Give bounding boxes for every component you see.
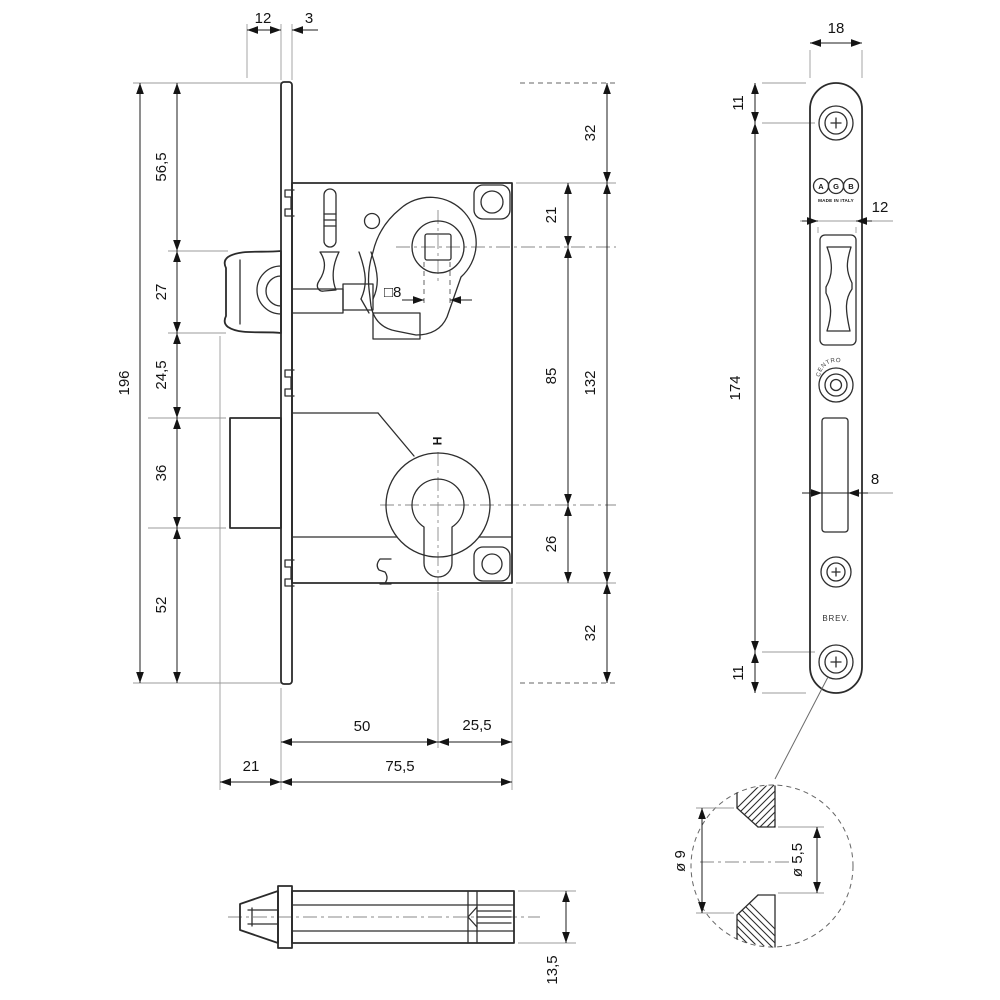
side-view-dimension-labels: 12 3 56,5 27 24,5 36 52 196 21 85 26 32 … [116,10,599,775]
latch-lever [358,251,366,300]
latch-guide [316,251,340,292]
case-clip-middle [284,369,295,397]
dim-left-deadbolt: 36 [153,465,170,482]
dim-hole-diameter: ø 5,5 [789,843,806,877]
dim-bolt-opening-width: 8 [871,471,879,488]
dim-screw-top-offset: 11 [730,95,747,111]
agb-logo: A G B MADE IN ITALY [812,177,860,203]
dim-right-case-top: 21 [543,207,560,224]
dim-latch-opening-width: 12 [872,199,889,216]
side-view: 12 3 56,5 27 24,5 36 52 196 21 85 26 32 … [116,10,616,790]
dim-right-case-height: 132 [582,370,599,395]
logo-letter-a: A [818,182,824,191]
dim-screw-bottom-offset: 11 [730,665,747,681]
pin-shaft [291,890,515,944]
dim-countersink-diameter: ø 9 [672,850,689,872]
latch-tail [291,288,344,314]
detail-leader-line [774,676,829,780]
lock-internals [284,188,513,587]
faceplate-extension-lines [762,50,893,694]
faceplate-screw-hole-bottom [818,644,854,680]
lock-case [291,182,513,584]
hatching-bottom [737,895,775,948]
dim-left-bottom: 52 [153,597,170,614]
latch-bolt [223,250,282,334]
dim-screw-spacing: 174 [727,375,744,400]
dim-plate-width: 18 [828,20,845,37]
case-clip-bottom [284,559,295,587]
faceplate-dimension-lines [751,39,872,693]
detail-view: ø 9 ø 5,5 [672,784,854,948]
dim-top-projection: 12 [255,10,272,27]
dim-backset: 50 [354,718,371,735]
spring-clip [376,558,392,585]
case-clip-top [284,189,295,217]
dim-left-latch: 27 [153,284,170,301]
dim-case-depth: 75,5 [385,758,414,775]
dim-follower-square: □8 [384,284,401,301]
latch-opening [819,234,857,346]
detail-dimension-lines [698,808,821,913]
centro-mark: CENTRO [816,358,854,403]
euro-cylinder-hole [411,478,465,578]
case-screw-bosses [473,184,511,582]
dim-plate-thickness: 3 [305,10,313,27]
pin-body [239,885,515,949]
pin-extension-lines [518,890,576,944]
pin-view: 13,5 [228,885,576,985]
detail-circle [690,784,854,948]
handing-mark: H [430,437,444,446]
logo-letter-b: B [848,182,854,191]
dim-right-plate-bottom: 32 [582,625,599,642]
dim-latch-projection: 21 [243,758,260,775]
dim-right-case-bottom: 26 [543,536,560,553]
square-spindle-hole [424,233,452,261]
cylinder-boss [385,452,491,558]
dim-left-total: 196 [116,370,133,395]
faceplate-dimension-labels: 18 11 12 174 8 11 [727,20,888,681]
pivot-hole [363,212,381,230]
logo-letter-g: G [833,182,839,191]
spindle-follower [367,196,477,336]
faceplate-front [809,82,863,694]
made-in-italy-text: MADE IN ITALY [818,198,854,203]
side-view-extension-lines [133,24,616,790]
faceplate-screw-hole-middle [820,556,852,588]
latch-spring [323,188,337,248]
dim-pin-diameter: 13,5 [544,955,561,984]
faceplate-view: A G B MADE IN ITALY CENTRO BREV. [727,20,893,780]
brev-text: BREV. [822,614,849,623]
dim-left-gap: 24,5 [153,360,170,389]
dim-right-centers: 85 [543,368,560,385]
hatching-top [737,784,775,827]
deadbolt-opening [821,417,849,533]
dim-case-behind: 25,5 [462,717,491,734]
dim-left-top: 56,5 [153,152,170,181]
faceplate-screw-hole-top [818,105,854,141]
deadbolt [229,417,282,529]
deadbolt-body [291,412,513,558]
dim-right-plate-top: 32 [582,125,599,142]
side-view-dimension-lines [136,26,611,786]
